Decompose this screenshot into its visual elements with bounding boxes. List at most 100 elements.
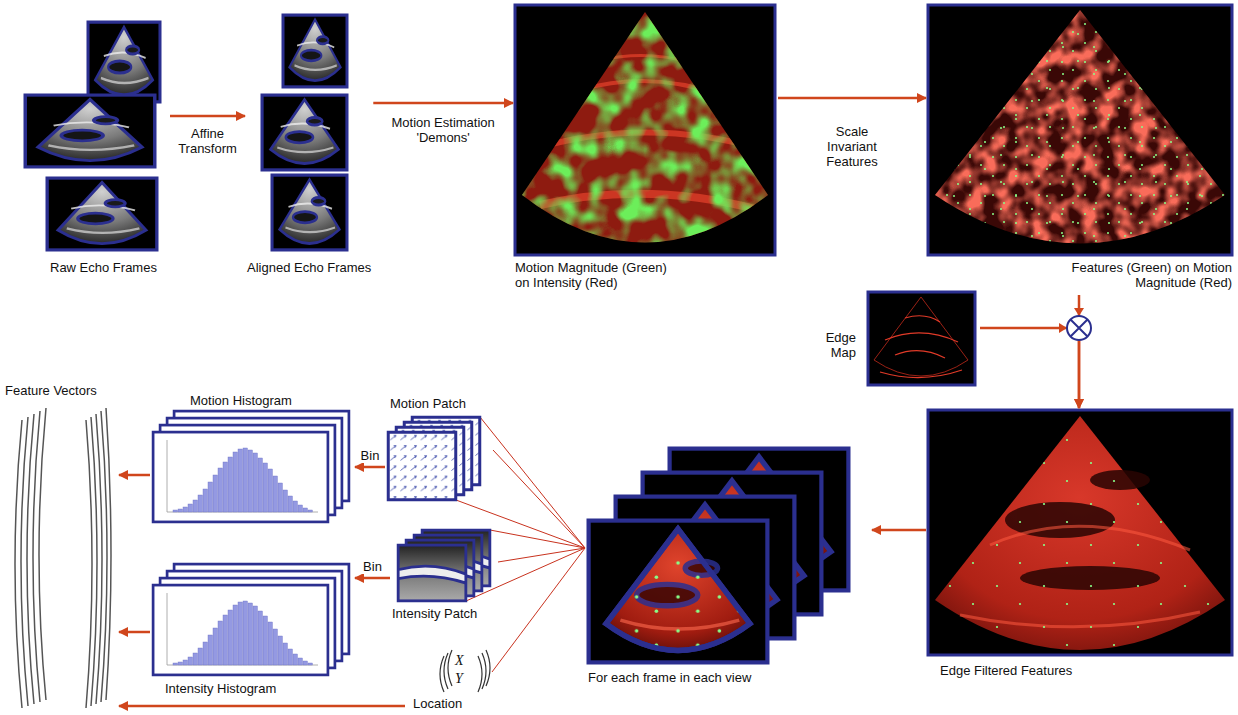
aligned-echo-frames-part — [272, 175, 347, 250]
flow-arrow — [980, 328, 1079, 408]
feature-vector-brackets-part — [106, 408, 111, 700]
features-image-part — [935, 10, 1225, 244]
location-vector-part — [440, 656, 444, 692]
edge-filtered-image-part — [935, 416, 1225, 650]
multiply-symbol-part — [1059, 323, 1067, 333]
caption-text: Intensity Patch — [392, 606, 477, 621]
raw-echo-frames-part — [25, 95, 155, 167]
edge-map-image-part-part — [895, 351, 945, 358]
multiply-symbol — [1059, 308, 1091, 340]
feature-vector-brackets-part — [91, 417, 97, 706]
multiply-symbol-part — [1074, 308, 1084, 316]
flow-arrow — [119, 631, 150, 634]
intensity-histograms-part — [153, 585, 328, 675]
feature-vector-brackets-part — [101, 411, 107, 702]
motion-patches-part — [388, 432, 456, 500]
caption-text: Features (Green) on Motion Magnitude (Re… — [1052, 260, 1232, 290]
intensity-patches-part — [398, 545, 466, 601]
flow-arrow — [355, 466, 385, 469]
histogram-stack: Motion Histogram — [150, 390, 355, 525]
motion-magnitude-image-part — [515, 5, 775, 255]
patch-stack: Motion Patch — [385, 394, 493, 504]
caption-text: Edge Map — [810, 330, 856, 360]
aligned-echo-frames-part — [272, 175, 347, 250]
aligned-echo-frames-part — [283, 15, 347, 87]
flow-arrow — [355, 577, 390, 580]
multiply-symbol-part — [1071, 320, 1088, 337]
motion-patches — [388, 417, 480, 500]
image-panel: Edge Map — [808, 290, 980, 390]
leader-line — [492, 548, 585, 672]
leader-line — [498, 548, 585, 562]
flow-arrow — [872, 529, 926, 532]
features-image-part — [935, 10, 1225, 244]
location-vector-part — [486, 650, 490, 686]
patch-stack: Intensity Patch — [390, 522, 498, 623]
edge-map-image-part — [868, 292, 975, 385]
feature-vector-brackets-part — [86, 420, 92, 708]
feature-vector-brackets-part — [39, 408, 46, 700]
aligned-echo-frames-part — [283, 15, 347, 87]
raw-echo-frames-part — [88, 22, 160, 102]
edge-map-image-part-part — [885, 333, 958, 342]
per-frame-stack — [588, 448, 849, 663]
edge-filtered-image-part — [935, 416, 1225, 650]
motion-magnitude-image-part — [522, 12, 768, 243]
image-panel: Edge Filtered Features — [926, 408, 1234, 682]
motion-magnitude-image-part — [515, 5, 775, 255]
location-vector: XY Location — [405, 650, 492, 713]
flow-arrow — [119, 705, 405, 708]
image-panel: Features (Green) on Motion Magnitude (Re… — [926, 3, 1234, 295]
caption-text: Y — [455, 671, 463, 686]
aligned-echo-frames-part — [262, 95, 347, 170]
edge-label: Bin — [360, 559, 386, 574]
features-image-part — [928, 5, 1232, 255]
caption-text: Motion Magnitude (Green) on Intensity (R… — [515, 260, 675, 290]
caption-text: Location — [413, 696, 462, 711]
location-vector-part — [444, 653, 448, 689]
raw-echo-frames — [25, 22, 160, 250]
caption-text: Raw Echo Frames — [50, 260, 157, 275]
features-image-part — [928, 5, 1232, 255]
intensity-patches-part — [398, 545, 466, 601]
image-panel: Motion Magnitude (Green) on Intensity (R… — [513, 3, 778, 295]
caption-text: Aligned Echo Frames — [247, 260, 371, 275]
edge-label: Motion Estimation 'Demons' — [384, 115, 502, 145]
multiply-symbol-part — [1067, 316, 1091, 340]
features-image — [928, 5, 1232, 255]
aligned-echo-frames — [262, 15, 347, 250]
feature-vector-brackets-part — [96, 414, 102, 704]
flow-arrow — [373, 102, 513, 105]
intensity-patches — [398, 530, 490, 601]
caption-text: Motion Patch — [390, 396, 466, 411]
edge-map-image — [868, 292, 975, 385]
feature-vector-brackets — [15, 408, 111, 708]
leader-line — [493, 450, 585, 548]
location-vector-part — [448, 650, 452, 686]
caption-text: For each frame in each view — [588, 670, 751, 685]
aligned-echo-frames-part — [262, 95, 347, 170]
features-image-part — [935, 10, 1225, 244]
motion-histograms — [153, 411, 349, 522]
motion-histograms-part — [153, 432, 328, 522]
per-frame-stack-part — [588, 520, 768, 663]
edge-filtered-image-part — [928, 410, 1232, 655]
raw-echo-frames-part — [47, 178, 157, 250]
motion-patches-part — [388, 432, 456, 500]
frame-stack: For each frame in each view — [585, 445, 872, 689]
caption-text: Intensity Histogram — [165, 681, 276, 696]
caption-text: X — [455, 653, 464, 668]
flow-arrow — [170, 115, 245, 118]
raw-echo-frames-part — [88, 22, 160, 102]
frame-stack: Aligned Echo Frames — [245, 12, 373, 282]
intensity-histograms — [153, 564, 349, 675]
edge-map-image-part-part — [880, 370, 962, 378]
edge-map-image-part — [874, 297, 968, 376]
intensity-histograms-part — [153, 585, 328, 675]
edge-label: Affine Transform — [176, 126, 240, 156]
caption-text: Motion Histogram — [190, 393, 292, 408]
